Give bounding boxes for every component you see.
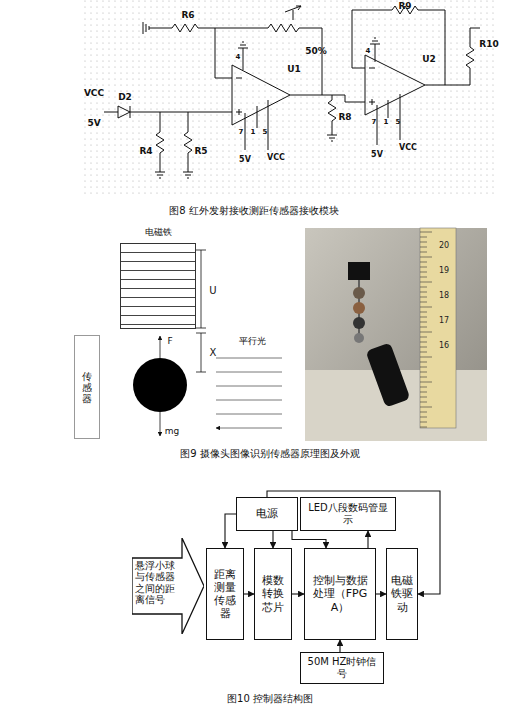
electromagnet: 电磁铁 [120, 226, 196, 329]
label: U2 [422, 55, 436, 65]
process-box: 电源 [236, 497, 298, 531]
label: mg [165, 427, 179, 437]
figure-caption: 图10 控制器结构图 [227, 693, 313, 704]
connector [376, 593, 386, 594]
ruler-number: 17 [439, 317, 449, 326]
grid [80, 0, 498, 196]
connector [367, 531, 368, 548]
process-box: 50M HZ时钟信号 [300, 652, 384, 684]
schematic [104, 6, 480, 178]
connector [225, 514, 236, 548]
signal-arrow: 悬浮小球与传感器之间的距离信号 [132, 538, 204, 634]
label: 5 [396, 119, 401, 127]
label: U [209, 285, 216, 296]
process-box: 控制与数据处理（FPGA） [304, 548, 376, 640]
node-label: 传感器 [82, 371, 92, 404]
ruler-number: 20 [439, 242, 449, 251]
label: 4 [236, 54, 241, 62]
label: D2 [118, 93, 132, 103]
node-label: 距离测量传感器 [210, 568, 240, 621]
label: R6 [181, 11, 194, 21]
label: R10 [479, 40, 498, 50]
label: R8 [338, 113, 351, 123]
label: 1 [251, 129, 256, 137]
label: 4 [366, 48, 371, 56]
label: U1 [287, 65, 301, 75]
process-box: 模数转换芯片 [254, 548, 292, 640]
connector [244, 593, 254, 594]
sensor-box: 传感器 [74, 335, 100, 439]
node-heading: 电磁铁 [120, 226, 196, 239]
label: F [167, 337, 172, 347]
label: 1 [384, 119, 389, 127]
process-box: 距离测量传感器 [206, 548, 244, 640]
label: 5V [371, 151, 383, 160]
connector [272, 531, 273, 548]
connector [339, 640, 340, 652]
node-label: LED八段数码管显示 [304, 502, 392, 526]
ruler-number: 19 [439, 267, 449, 276]
ruler-number: 16 [439, 342, 449, 351]
label: R5 [194, 147, 207, 157]
label: R9 [398, 2, 411, 12]
label: VCC [84, 89, 104, 99]
label: 7 [239, 129, 244, 137]
label: 50% [305, 47, 327, 57]
process-box: 电磁铁驱动 [386, 548, 418, 640]
ball [133, 358, 187, 412]
node-label: 悬浮小球与传感器之间的距离信号 [135, 560, 181, 606]
coil-body [120, 243, 196, 329]
figure-caption: 图8 红外发射接收测距传感器接收模块 [169, 205, 339, 216]
process-box: LED八段数码管显示 [300, 497, 396, 531]
label: VCC [267, 154, 285, 163]
node-label: 控制与数据处理（FPGA） [308, 574, 372, 614]
node-label: 模数转换芯片 [258, 574, 288, 614]
label: VCC [399, 144, 417, 153]
connector [292, 593, 304, 594]
node-label: 电磁铁驱动 [390, 574, 414, 614]
label: 5V [239, 156, 251, 165]
node-label: 50M HZ时钟信号 [304, 656, 380, 680]
label: 5V [87, 119, 100, 129]
label: 7 [372, 119, 377, 127]
ruler-number: 18 [439, 292, 449, 301]
label: 平行光 [239, 337, 266, 347]
label: 5 [263, 129, 268, 137]
connector [292, 531, 326, 548]
label: R4 [139, 147, 152, 157]
figure-caption: 图9 摄像头图像识别传感器原理图及外观 [180, 448, 360, 459]
node-label: 电源 [256, 507, 278, 520]
photo [305, 228, 487, 441]
label: X [210, 347, 217, 358]
